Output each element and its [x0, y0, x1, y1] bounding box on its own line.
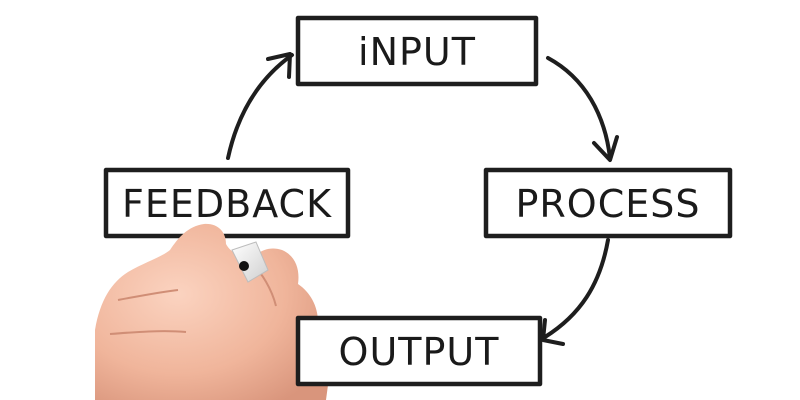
node-process: PROCESS — [483, 167, 733, 239]
arrow-process-to-output — [541, 238, 610, 346]
marker-tip — [239, 261, 249, 271]
node-input-label: iNPUT — [358, 30, 476, 74]
node-input: iNPUT — [295, 15, 539, 87]
arrow-feedback-to-input — [226, 52, 294, 160]
arrow-input-to-process — [546, 56, 619, 162]
node-output: OUTPUT — [295, 315, 543, 387]
marker-body — [231, 241, 269, 283]
node-feedback: FEEDBACK — [103, 167, 351, 239]
hand-with-marker-illustration — [95, 223, 332, 400]
node-process-label: PROCESS — [515, 182, 700, 226]
node-output-label: OUTPUT — [339, 330, 500, 374]
hand-shape — [95, 223, 332, 400]
finger-crease — [117, 289, 179, 301]
node-feedback-label: FEEDBACK — [122, 182, 332, 226]
finger-crease-2 — [109, 330, 187, 335]
